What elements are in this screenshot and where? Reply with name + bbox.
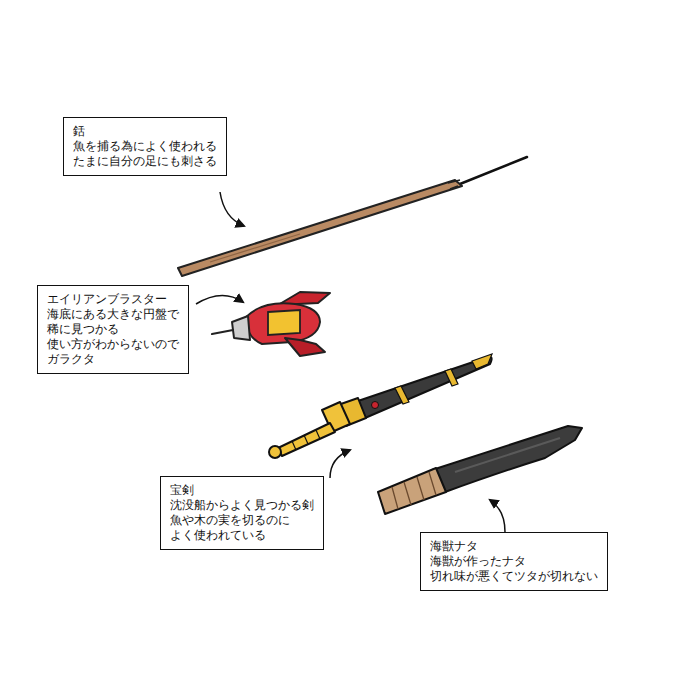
- leader-arrow: [330, 450, 350, 478]
- callout-box: 宝剣沈没船からよく見つかる剣 魚や木の実を切るのに よく使われている: [160, 476, 324, 550]
- item-description: 沈没船からよく見つかる剣 魚や木の実を切るのに よく使われている: [170, 498, 314, 543]
- leader-arrow: [220, 192, 244, 226]
- callout-box: 海獣ナタ海獣が作ったナタ 切れ味が悪くてツタが切れない: [420, 532, 608, 591]
- item-name: エイリアンブラスター: [47, 292, 167, 307]
- callout-box: エイリアンブラスター海底にある大きな円盤で 稀に見つかる 使い方がわからないので…: [37, 285, 189, 374]
- harpoon: [178, 157, 527, 276]
- alien-blaster: [212, 292, 330, 356]
- leader-arrow: [196, 295, 243, 304]
- sea-beast-machete: [378, 426, 582, 514]
- leader-arrow: [490, 500, 505, 532]
- item-name: 宝剣: [170, 483, 194, 498]
- callout-box: 銛魚を捕る為によく使われる たまに自分の足にも刺さる: [63, 117, 227, 176]
- item-name: 銛: [73, 124, 85, 139]
- item-description: 海底にある大きな円盤で 稀に見つかる 使い方がわからないので ガラクタ: [47, 307, 179, 367]
- treasure-sword: [269, 354, 492, 458]
- item-description: 海獣が作ったナタ 切れ味が悪くてツタが切れない: [430, 554, 598, 584]
- item-name: 海獣ナタ: [430, 539, 478, 554]
- item-description: 魚を捕る為によく使われる たまに自分の足にも刺さる: [73, 139, 217, 169]
